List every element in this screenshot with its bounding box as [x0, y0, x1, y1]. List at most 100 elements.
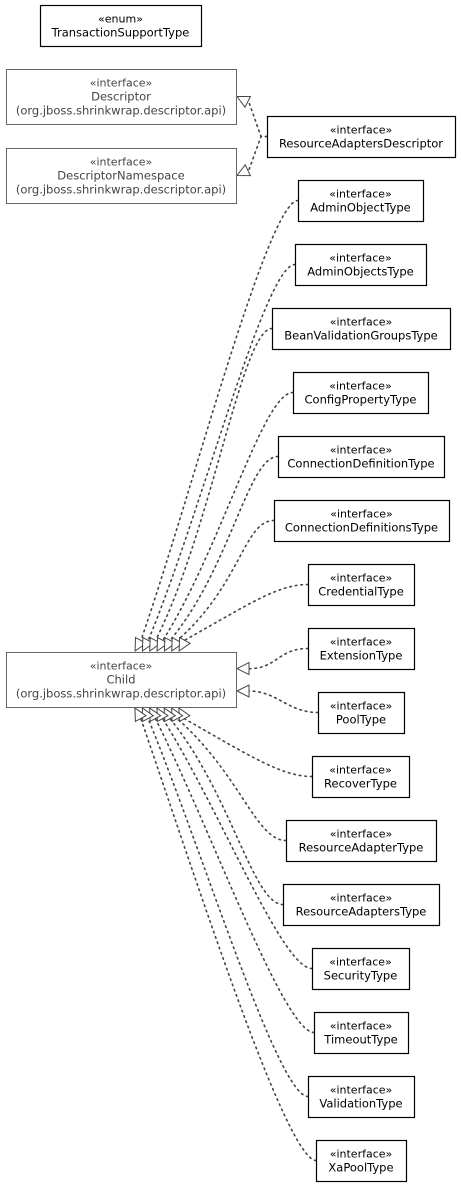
- edge-pool-type-to-child: [235, 684, 319, 714]
- edge-credential-type-to-child: [178, 583, 309, 652]
- class-node-resource-adapters-descriptor[interactable]: «interface»ResourceAdaptersDescriptor: [266, 115, 457, 159]
- edge-line: [248, 647, 309, 670]
- node-stereotype: «interface»: [330, 892, 393, 905]
- node-stereotype: «interface»: [330, 1148, 393, 1161]
- class-node-pool-type[interactable]: «interface»PoolType: [317, 691, 406, 735]
- edge-line: [248, 690, 319, 714]
- node-name: ConnectionDefinitionsType: [285, 521, 438, 535]
- node-name: BeanValidationGroupsType: [284, 329, 438, 343]
- edge-admin-objects-type-to-child: [141, 263, 296, 652]
- class-node-box: [294, 243, 428, 287]
- edge-line: [184, 718, 313, 778]
- class-node-security-type[interactable]: «interface»SecurityType: [311, 947, 411, 991]
- edge-resource-adapters-descriptor-to-descriptor-namespace: [235, 135, 268, 177]
- node-name: AdminObjectsType: [307, 265, 414, 279]
- class-node-resource-adapter-type[interactable]: «interface»ResourceAdapterType: [285, 819, 438, 863]
- class-node-descriptor[interactable]: «interface»Descriptor(org.jboss.shrinkwr…: [6, 69, 237, 125]
- class-node-validation-type[interactable]: «interface»ValidationType: [307, 1075, 416, 1119]
- node-stereotype: «interface»: [330, 828, 393, 841]
- node-name: ResourceAdaptersType: [296, 905, 427, 919]
- realization-arrowhead: [134, 636, 148, 652]
- class-node-box: [315, 1139, 408, 1183]
- node-name: SecurityType: [324, 969, 398, 983]
- node-stereotype: «interface»: [329, 188, 392, 201]
- class-node-box: [6, 69, 237, 125]
- class-node-box: [311, 947, 411, 991]
- node-package: (org.jboss.shrinkwrap.descriptor.api): [16, 687, 226, 701]
- node-stereotype: «interface»: [330, 1020, 393, 1033]
- node-name: CredentialType: [318, 585, 404, 599]
- node-name: TransactionSupportType: [51, 26, 190, 40]
- edge-config-property-type-to-child: [156, 391, 294, 652]
- class-node-box: [282, 883, 441, 927]
- class-node-resource-adapters-type[interactable]: «interface»ResourceAdaptersType: [282, 883, 441, 927]
- class-node-bean-validation-groups-type[interactable]: «interface»BeanValidationGroupsType: [271, 307, 452, 351]
- node-package: (org.jboss.shrinkwrap.descriptor.api): [16, 183, 226, 197]
- class-node-box: [39, 4, 203, 48]
- node-stereotype: «interface»: [90, 660, 153, 673]
- edge-line: [147, 263, 296, 641]
- realization-arrowhead: [163, 636, 177, 652]
- class-node-admin-object-type[interactable]: «interface»AdminObjectType: [297, 179, 425, 223]
- edge-line: [169, 718, 284, 906]
- edge-bean-validation-groups-type-to-child: [149, 327, 273, 652]
- edge-line: [154, 718, 315, 1034]
- class-node-timeout-type[interactable]: «interface»TimeoutType: [313, 1011, 410, 1055]
- node-stereotype: «interface»: [330, 636, 393, 649]
- node-name: AdminObjectType: [310, 201, 411, 215]
- node-name: ConnectionDefinitionType: [287, 457, 434, 471]
- edge-connection-definitions-type-to-child: [171, 519, 275, 652]
- edge-xa-pool-type-to-child: [134, 707, 317, 1162]
- realization-arrowhead: [171, 636, 184, 652]
- node-stereotype: «interface»: [90, 156, 153, 169]
- edge-extension-type-to-child: [235, 647, 309, 676]
- class-node-credential-type[interactable]: «interface»CredentialType: [307, 563, 416, 607]
- class-node-box: [317, 691, 406, 735]
- edge-line: [154, 327, 273, 641]
- node-stereotype: «interface»: [329, 252, 392, 265]
- edge-admin-object-type-to-child: [134, 199, 299, 652]
- class-node-descriptor-namespace[interactable]: «interface»DescriptorNamespace(org.jboss…: [6, 148, 237, 204]
- nodes-layer: «enum»TransactionSupportType«interface»D…: [6, 4, 457, 1183]
- edge-line: [140, 718, 317, 1162]
- class-node-child[interactable]: «interface»Child(org.jboss.shrinkwrap.de…: [6, 652, 237, 708]
- node-name: ConfigPropertyType: [305, 393, 417, 407]
- realization-arrowhead: [235, 661, 250, 676]
- class-node-box: [292, 371, 430, 415]
- class-node-box: [311, 755, 411, 799]
- node-name: Child: [106, 673, 135, 687]
- class-node-connection-definition-type[interactable]: «interface»ConnectionDefinitionType: [277, 435, 446, 479]
- realization-arrowhead: [178, 636, 192, 652]
- node-stereotype: «interface»: [329, 764, 392, 777]
- node-stereotype: «interface»: [330, 316, 393, 329]
- node-name: TimeoutType: [323, 1033, 397, 1047]
- class-node-box: [285, 819, 438, 863]
- class-node-box: [271, 307, 452, 351]
- edge-line: [140, 199, 299, 641]
- class-node-config-property-type[interactable]: «interface»ConfigPropertyType: [292, 371, 430, 415]
- edge-recover-type-to-child: [178, 707, 313, 778]
- node-name: DescriptorNamespace: [57, 169, 184, 183]
- edge-line: [169, 455, 279, 641]
- node-name: ResourceAdapterType: [299, 841, 424, 855]
- class-node-extension-type[interactable]: «interface»ExtensionType: [307, 627, 416, 671]
- node-name: ResourceAdaptersDescriptor: [279, 137, 443, 151]
- class-node-transaction-support-type[interactable]: «enum»TransactionSupportType: [39, 4, 203, 48]
- node-stereotype: «interface»: [329, 380, 392, 393]
- class-node-box: [277, 435, 446, 479]
- node-stereotype: «interface»: [330, 700, 393, 713]
- class-node-box: [307, 1075, 416, 1119]
- realization-arrowhead: [134, 707, 147, 723]
- realization-arrowhead: [156, 636, 170, 652]
- node-stereotype: «interface»: [330, 444, 393, 457]
- class-node-box: [313, 1011, 410, 1055]
- edge-line: [248, 135, 268, 171]
- realization-arrowhead: [235, 163, 252, 177]
- class-node-xa-pool-type[interactable]: «interface»XaPoolType: [315, 1139, 408, 1183]
- class-node-recover-type[interactable]: «interface»RecoverType: [311, 755, 411, 799]
- class-node-admin-objects-type[interactable]: «interface»AdminObjectsType: [294, 243, 428, 287]
- class-node-box: [6, 652, 237, 708]
- class-node-box: [266, 115, 457, 159]
- class-node-connection-definitions-type[interactable]: «interface»ConnectionDefinitionsType: [273, 499, 451, 543]
- class-node-box: [307, 563, 416, 607]
